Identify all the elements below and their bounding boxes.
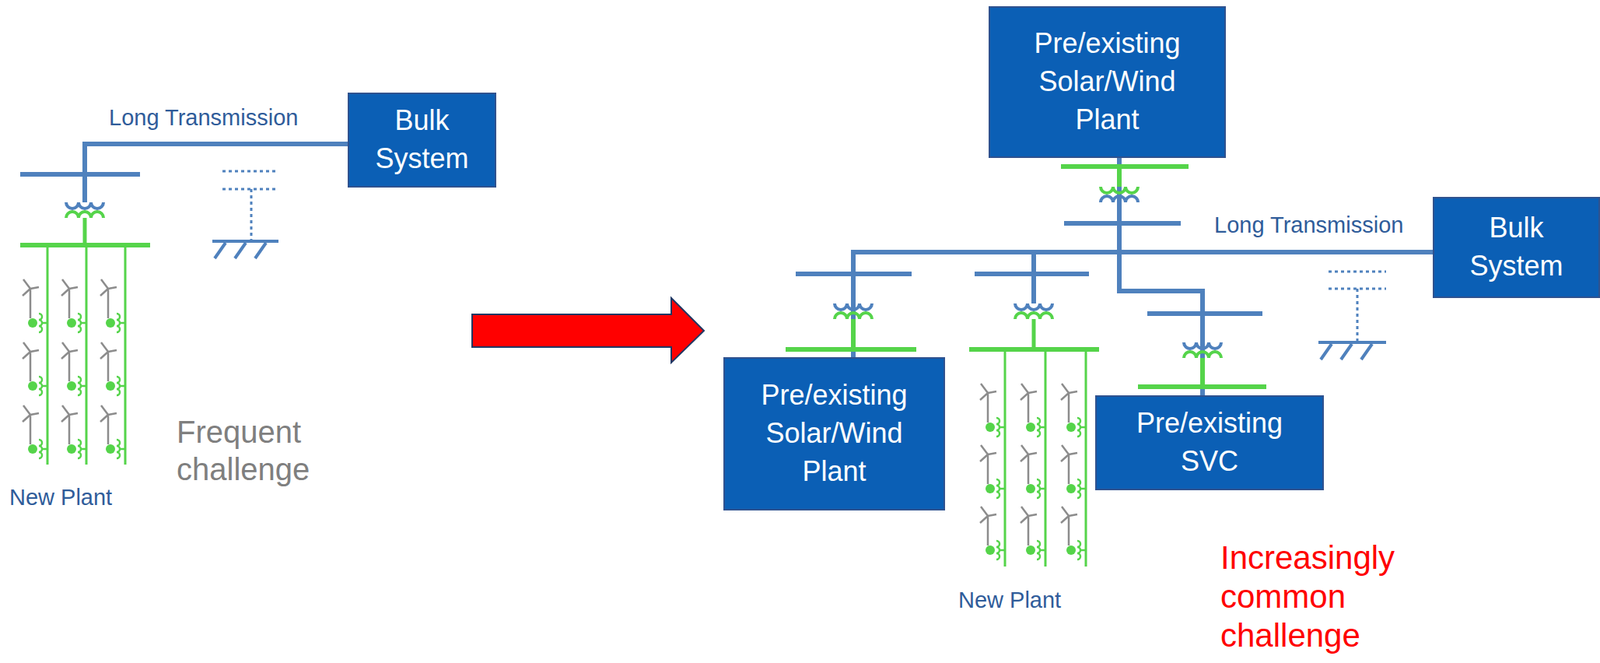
lv-bus — [1137, 384, 1267, 389]
hv-bus — [1147, 311, 1263, 316]
feeder-lines — [47, 245, 126, 465]
box-label: Pre/existing Solar/Wind Plant — [1004, 24, 1211, 140]
hv-bus — [20, 171, 141, 177]
transformer — [66, 202, 104, 218]
lv-bus — [785, 346, 917, 352]
transformer — [1015, 303, 1053, 319]
hv-bus — [1064, 220, 1181, 226]
transition-arrow — [472, 297, 704, 363]
wind-turbine — [61, 405, 87, 459]
wind-turbine — [980, 444, 1005, 498]
hv-bus — [795, 271, 912, 277]
wind-turbine — [980, 383, 1005, 437]
transmission-connector — [1119, 157, 1433, 253]
feeder-lines — [1004, 349, 1086, 567]
plant-label: New Plant — [958, 586, 1061, 614]
box-label: Bulk System — [363, 101, 481, 179]
wind-turbine — [100, 405, 126, 459]
transformer — [1100, 186, 1138, 203]
lv-lead — [1032, 318, 1037, 350]
lv-lead — [1116, 166, 1122, 187]
wind-turbine — [100, 279, 126, 333]
lv-lead — [1200, 357, 1205, 387]
wind-turbine — [1060, 444, 1086, 498]
wind-turbine — [1060, 383, 1086, 437]
branch-line — [1031, 252, 1037, 304]
note-text: Increasingly common challenge — [1220, 538, 1423, 655]
wind-turbine — [100, 342, 126, 396]
lv-bus — [1060, 164, 1189, 169]
hv-bus — [974, 271, 1089, 277]
lv-lead — [850, 318, 856, 350]
transmission-connector — [1119, 252, 1433, 396]
plant-box: Pre/existing Solar/Wind Plant — [723, 357, 946, 511]
transformer — [1183, 342, 1222, 358]
capacitor-dotted — [222, 171, 279, 240]
note-text: Frequent challenge — [176, 413, 340, 488]
wind-turbine — [1020, 444, 1046, 498]
svc-box: Pre/existing SVC — [1095, 395, 1324, 491]
ground-symbol — [1318, 342, 1387, 360]
wind-turbine — [61, 279, 87, 333]
wind-turbine — [1060, 506, 1086, 560]
ground-symbol — [212, 241, 279, 259]
wind-turbine — [980, 506, 1005, 560]
wind-turbine — [1020, 506, 1046, 560]
box-label: Pre/existing Solar/Wind Plant — [738, 376, 930, 491]
box-label: Pre/existing SVC — [1110, 404, 1309, 481]
wind-turbine — [22, 279, 48, 333]
lv-lead — [83, 217, 88, 246]
wind-turbine — [22, 405, 48, 459]
plant-box: Pre/existing Solar/Wind Plant — [988, 6, 1226, 158]
wind-turbine — [61, 342, 87, 396]
wind-turbine — [22, 342, 48, 396]
wind-turbine — [1020, 383, 1046, 437]
transformer — [834, 303, 872, 319]
capacitor-dotted — [1328, 271, 1387, 341]
plant-label: New Plant — [9, 483, 113, 512]
bulk-system-box: Bulk System — [1432, 196, 1600, 298]
line-label: Long Transmission — [1214, 211, 1404, 239]
bulk-system-box: Bulk System — [347, 92, 497, 188]
lv-bus — [969, 346, 1100, 352]
line-label: Long Transmission — [108, 104, 298, 132]
box-label: Bulk System — [1448, 209, 1585, 286]
